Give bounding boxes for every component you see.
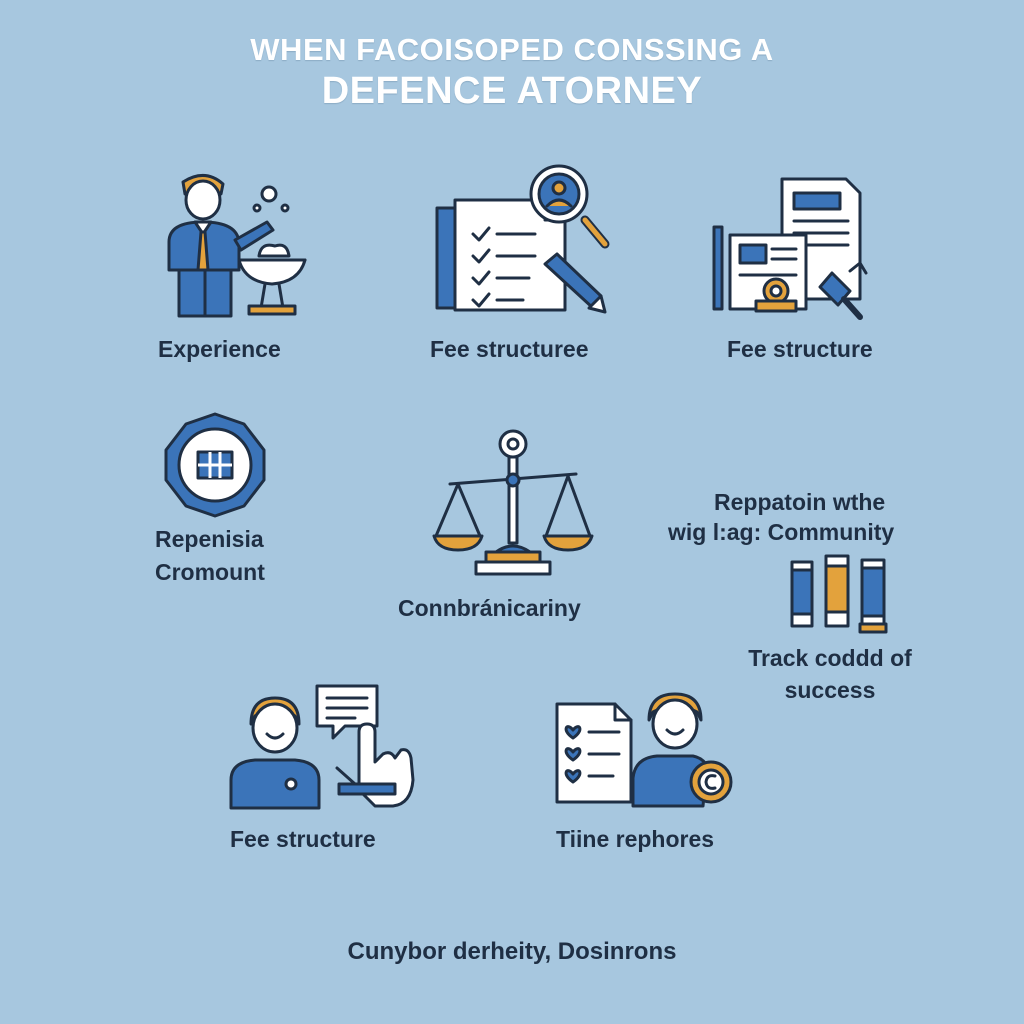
label-community-line1: Reppatoin wthe (714, 489, 886, 515)
person-chat-icon (229, 684, 415, 810)
badge-octagon-icon (164, 412, 266, 518)
lawyer-at-podium-icon (167, 174, 307, 318)
documents-certificate-icon (712, 177, 868, 320)
label-experience: Experience (158, 336, 281, 362)
books-icon (790, 554, 888, 634)
label-community-line2: wig l:ag: Community (668, 519, 895, 545)
label-repenisia-line1: Repenisia (155, 526, 264, 552)
page-title-line-2: DEFENCE ATORNEY (321, 70, 703, 112)
label-fee-structure-1: Fee structure (727, 336, 873, 362)
page-title-line-1: WHEN FACOISOPED CONSSING A (250, 32, 774, 67)
person-checklist-icon (555, 692, 733, 808)
label-connbranicariny: Connbránicariny (398, 595, 581, 621)
footer-caption: Cunybor derheity, Dosinrons (347, 938, 677, 965)
label-track-line2: success (784, 677, 876, 703)
scales-of-justice-icon (432, 429, 594, 576)
label-track-line1: Track coddd of (748, 645, 912, 671)
label-repenisia-line2: Cromount (155, 559, 265, 585)
label-tiine-rephores: Tiine rephores (556, 826, 715, 852)
label-fee-structure-2: Fee structure (230, 826, 376, 852)
checklist-magnifier-icon (435, 164, 610, 314)
label-fee-structuree: Fee structuree (430, 336, 589, 362)
